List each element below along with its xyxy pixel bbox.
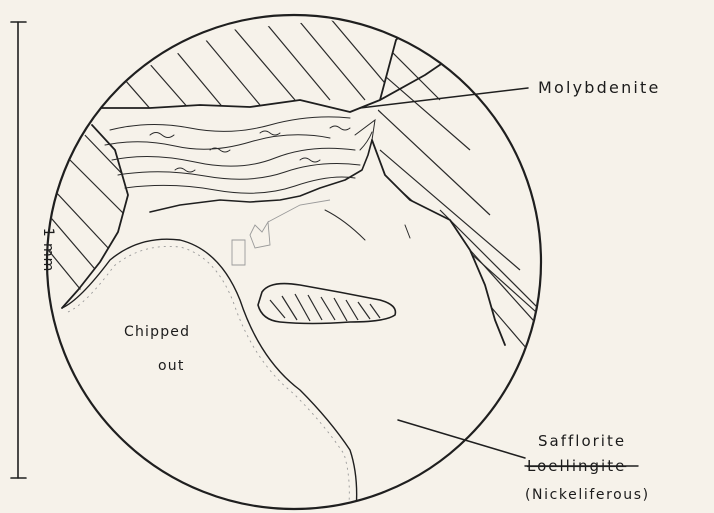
chipped-out-region — [62, 239, 357, 513]
label-out: out — [158, 358, 185, 374]
label-nickeliferous: (Nickeliferous) — [525, 487, 650, 503]
field-of-view-circle — [47, 15, 541, 509]
label-molybdenite: Molybdenite — [538, 78, 661, 97]
minor-grain-outlines — [232, 200, 410, 265]
label-safflorite: Safflorite — [538, 432, 626, 450]
scale-bar — [11, 22, 26, 478]
hatched-grain-top-left — [90, 10, 395, 120]
hatched-inclusion — [258, 284, 395, 324]
molybdenite-band — [105, 117, 375, 193]
safflorite-leader-line — [398, 420, 525, 458]
label-chipped: Chipped — [124, 324, 190, 340]
